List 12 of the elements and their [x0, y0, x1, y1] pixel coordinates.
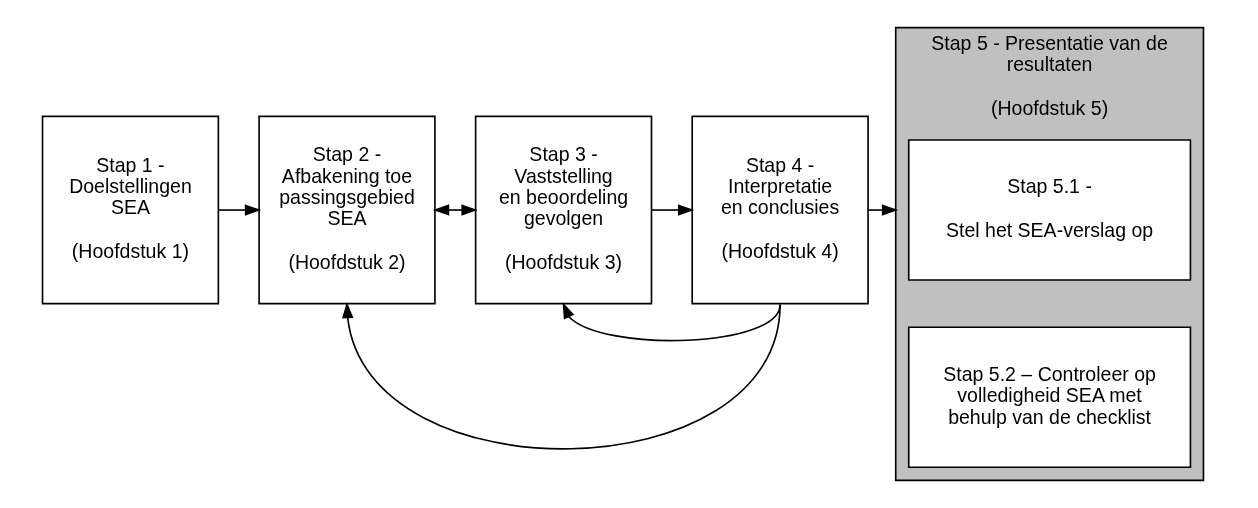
node-box: Stap 5.2 – Controleer op volledigheid SEA met behulp van de checklist [907, 326, 1191, 469]
node-box: Stap 1 - Doelstellingen SEA (Hoofdstuk 1) [41, 115, 219, 305]
node-box: Stap 2 - Afbakening toepassingsgebied SEA (Hoofdstuk 2) [257, 115, 436, 305]
arrow [217, 204, 261, 216]
node-box: Stap 3 - Vaststelling en beoordeling gevolgen (Hoofdstuk 3) [474, 115, 652, 305]
arrow [650, 204, 694, 216]
arrow [432, 204, 478, 216]
arrow [866, 204, 898, 216]
arrow [562, 302, 781, 342]
node-box: Stap 4 - Interpretatie en conclusies (Hoofdstuk 4) [690, 115, 869, 305]
arrow [341, 302, 781, 450]
node-box: Stap 5.1 - Stel het SEA-verslag op [907, 139, 1191, 281]
